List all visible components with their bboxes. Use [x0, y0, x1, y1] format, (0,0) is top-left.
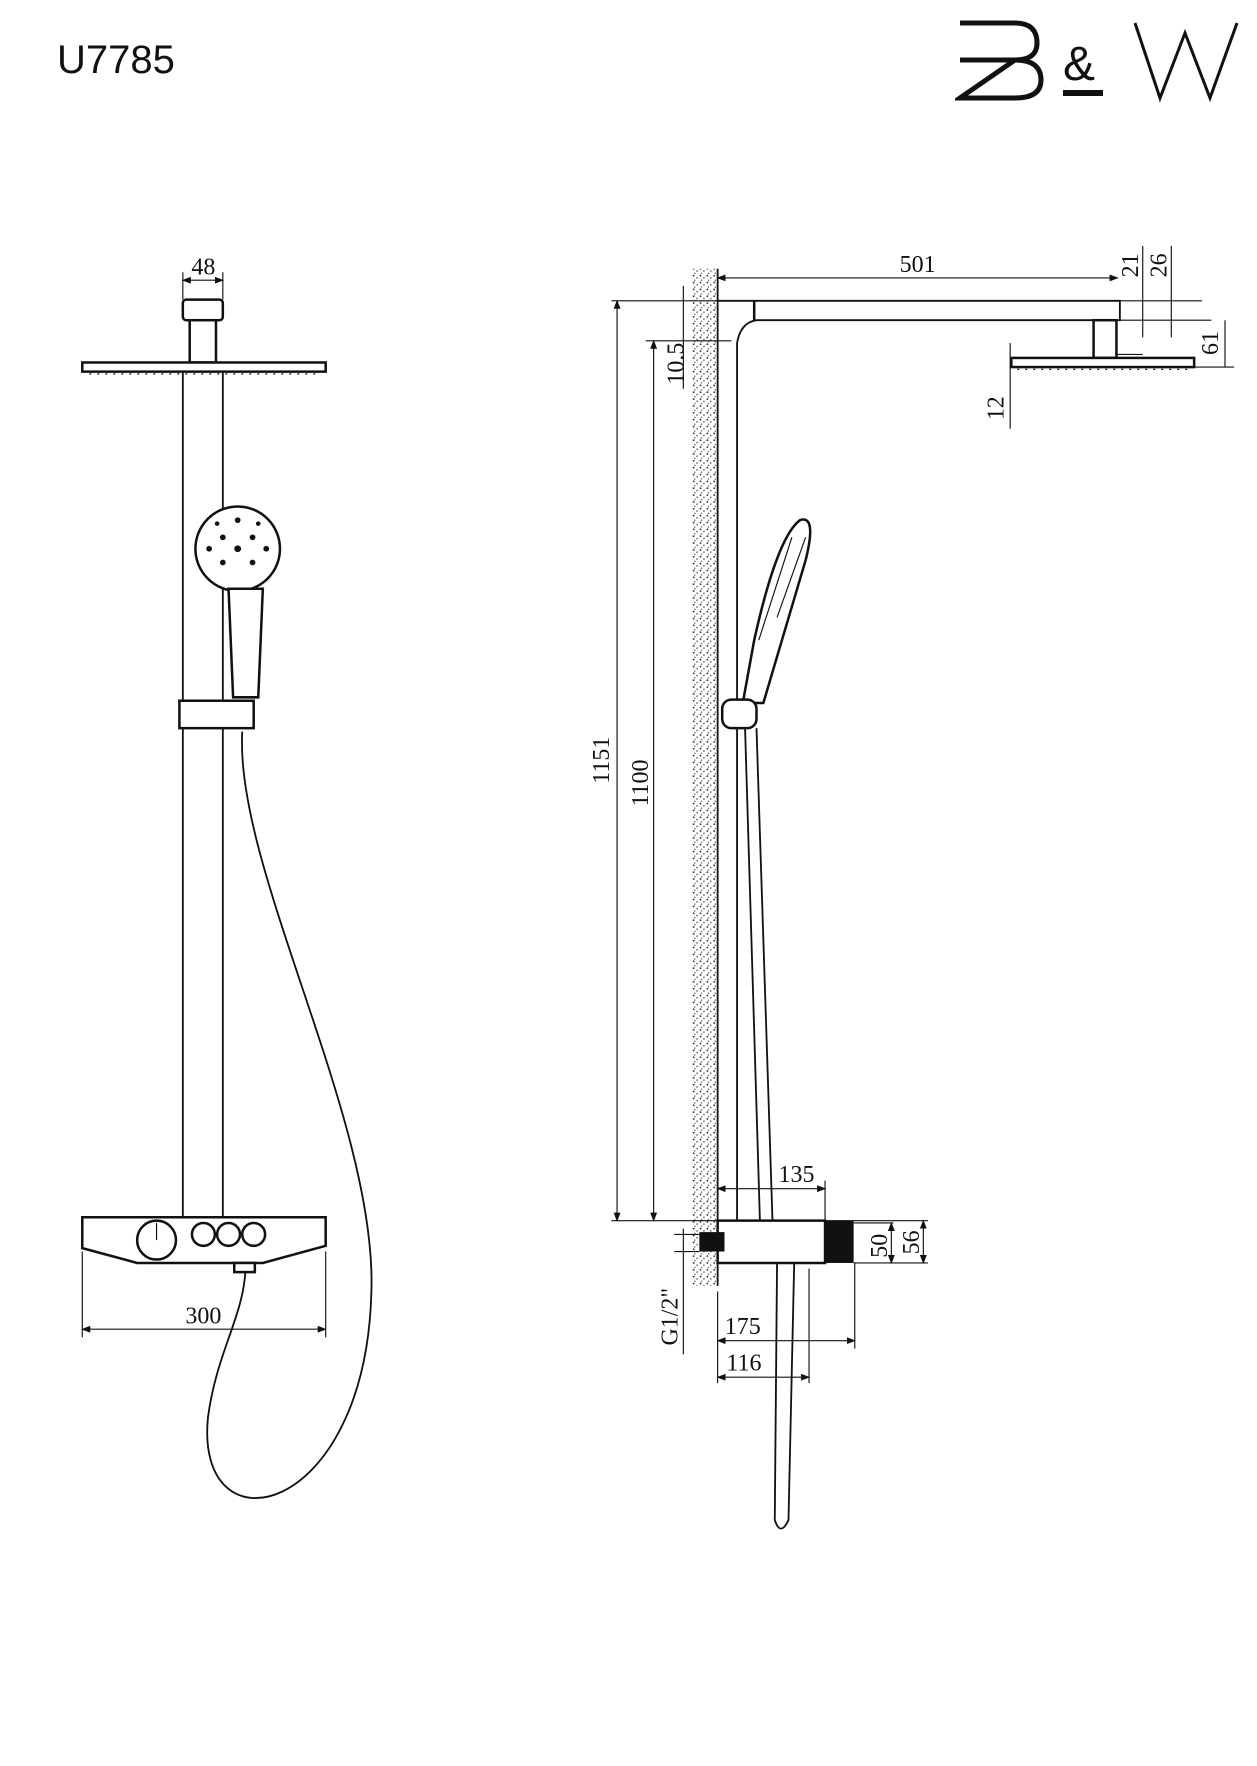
dim-rail-height: 1100 — [628, 759, 654, 806]
hose — [206, 731, 373, 1499]
inlet-connector — [699, 1232, 725, 1252]
spout-button[interactable] — [241, 1221, 267, 1248]
dim-total-height: 1151 — [589, 737, 615, 784]
overhead-shower-head-side — [1010, 356, 1196, 369]
dim-outlet-offset: 116 — [726, 1350, 761, 1376]
dim-mount-width: 48 — [191, 254, 215, 280]
head-connector-side — [1092, 318, 1118, 360]
dim-mixer-depth-total: 175 — [725, 1314, 761, 1340]
front-view: 48 300 — [81, 254, 373, 1499]
hose-outlet — [233, 1261, 257, 1274]
svg-text:&: & — [1063, 38, 1095, 91]
dim-arm-length: 501 — [900, 252, 936, 278]
slider-bracket — [178, 699, 255, 730]
brand-logo: & — [955, 20, 1239, 103]
slider-bracket-side — [720, 698, 758, 730]
dim-inlet-thread: G1/2" — [658, 1288, 684, 1346]
dim-mixer-height-inner: 50 — [867, 1234, 893, 1258]
hand-shower-button[interactable] — [215, 1221, 242, 1248]
dim-wall-offset: 10.5 — [663, 343, 689, 385]
dim-arm-to-connector: 26 — [1147, 253, 1173, 277]
shower-arm-and-rail — [717, 299, 1121, 1221]
dim-mixer-height-outer: 56 — [899, 1230, 925, 1254]
wall — [691, 268, 718, 1286]
dim-mixer-width: 300 — [185, 1304, 221, 1330]
hand-shower-handle — [227, 587, 265, 699]
mixer-body-side — [716, 1219, 827, 1265]
model-code: U7785 — [57, 38, 175, 82]
head-connector — [188, 318, 218, 364]
ceiling-mount-block — [181, 298, 225, 322]
dim-head-drop: 61 — [1198, 331, 1224, 355]
dim-arm-thickness: 21 — [1118, 253, 1144, 277]
shower-rail — [181, 371, 224, 1218]
overhead-button[interactable] — [190, 1221, 217, 1248]
dim-mixer-depth-top: 135 — [778, 1162, 814, 1188]
side-view: 501 21 26 61 12 10.5 1151 1100 135 50 56… — [589, 245, 1235, 1530]
dim-head-thickness: 12 — [983, 396, 1009, 420]
overhead-shower-head — [81, 361, 327, 373]
hand-shower-side — [741, 518, 812, 705]
mixer-end-cap — [825, 1220, 854, 1263]
